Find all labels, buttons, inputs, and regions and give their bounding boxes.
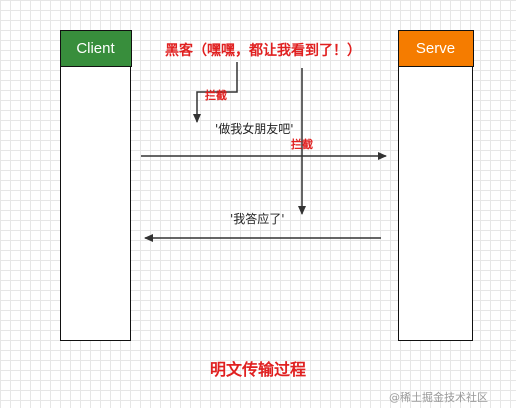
response-message: '我答应了' — [230, 212, 285, 226]
serve-header: Serve — [397, 29, 474, 67]
hacker-label: 黑客（嘿嘿，都让我看到了！） — [165, 43, 361, 59]
client-header: Client — [59, 29, 132, 67]
request-message: '做我女朋友吧' — [215, 122, 294, 136]
watermark: @稀土掘金技术社区 — [389, 391, 488, 404]
client-lane: Client — [59, 29, 132, 341]
diagram-caption: 明文传输过程 — [210, 360, 307, 379]
serve-lane: Serve — [397, 29, 474, 341]
intercept-arrow-1 — [193, 62, 238, 123]
intercept-label-2: 拦截 — [291, 138, 313, 151]
intercept-label-1: 拦截 — [205, 89, 227, 102]
